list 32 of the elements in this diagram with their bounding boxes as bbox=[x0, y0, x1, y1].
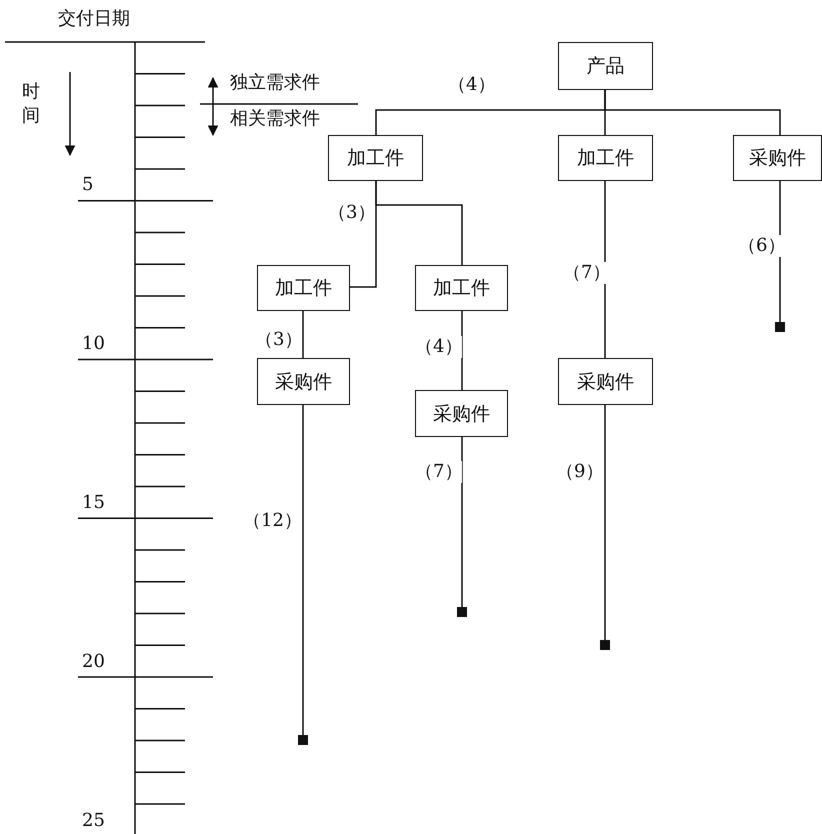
heading-text: 交付日期 bbox=[58, 8, 130, 30]
item-box: 产品 bbox=[558, 42, 653, 90]
end-marker bbox=[600, 640, 610, 650]
scale-number: 10 bbox=[82, 333, 105, 355]
connector-line bbox=[461, 311, 463, 390]
item-box: 加工件 bbox=[415, 265, 508, 311]
legend-text: 独立需求件 bbox=[230, 72, 320, 94]
scale-number: 25 bbox=[82, 810, 105, 832]
scale-number: 20 bbox=[82, 651, 105, 673]
item-box: 加工件 bbox=[257, 265, 350, 311]
connector-line bbox=[302, 405, 304, 735]
item-box: 加工件 bbox=[558, 135, 653, 181]
item-box: 采购件 bbox=[733, 135, 822, 181]
connector-line bbox=[604, 181, 606, 358]
end-marker bbox=[298, 735, 308, 745]
scale-number: 15 bbox=[82, 492, 105, 514]
connector-line bbox=[604, 405, 606, 640]
item-box: 采购件 bbox=[257, 358, 350, 405]
end-marker bbox=[457, 607, 467, 617]
connector-line bbox=[461, 437, 463, 607]
item-box: 采购件 bbox=[558, 358, 653, 405]
connector-line bbox=[302, 311, 304, 358]
lead-time-label: （4） bbox=[448, 74, 496, 96]
end-marker bbox=[775, 322, 785, 332]
item-box: 采购件 bbox=[415, 390, 508, 437]
axis-label: 时间 bbox=[22, 80, 41, 128]
lead-time-label: （3） bbox=[328, 202, 376, 224]
legend-text: 相关需求件 bbox=[230, 108, 320, 130]
item-box: 加工件 bbox=[328, 135, 423, 181]
connector-line bbox=[375, 181, 463, 265]
scale-number: 5 bbox=[82, 174, 94, 196]
connector-line bbox=[604, 90, 781, 135]
